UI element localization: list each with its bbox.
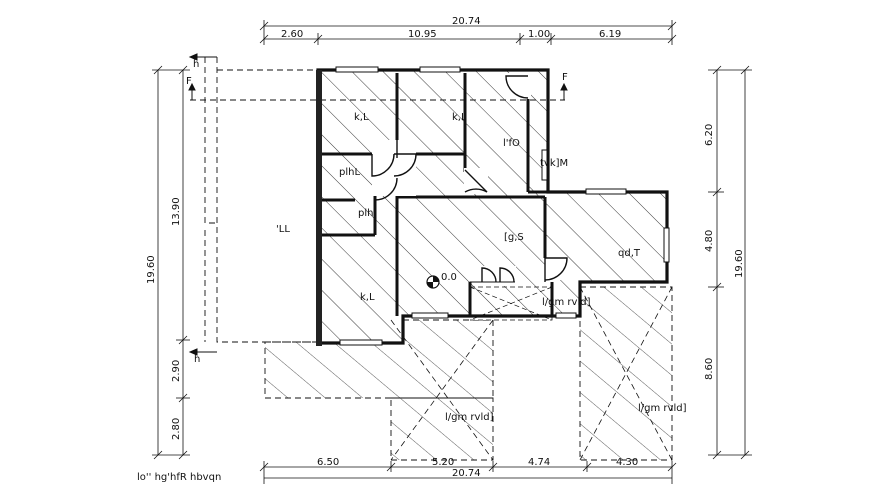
drawing-caption: lo'' hg'hfR hbvqn xyxy=(137,472,221,483)
level-marker-icon xyxy=(426,275,440,289)
entry-steps xyxy=(469,281,515,287)
outer-wall-detail xyxy=(528,70,550,194)
room-label-lgm-center: l/gm rvld] xyxy=(542,297,591,308)
room-label-lgm-bottom: l/gm rvld] xyxy=(445,412,494,423)
dim-top-seg-4: 6.19 xyxy=(599,29,621,40)
section-mark-left-bottom: h xyxy=(194,354,200,365)
room-label-kl-top-left: k,L xyxy=(354,112,369,123)
room-label-lfo: l'fO xyxy=(503,138,520,149)
dim-top-seg-2: 10.95 xyxy=(408,29,437,40)
dim-bottom-seg-3: 4.74 xyxy=(528,457,550,468)
room-label-gs: [g,S xyxy=(504,232,524,243)
dim-left-inner-3: 2.80 xyxy=(171,418,182,440)
top-dimension-group xyxy=(259,20,677,45)
dim-left-inner-1: 13.90 xyxy=(171,197,182,226)
room-label-lgm-right: l/gm rvld] xyxy=(638,403,687,414)
room-label-plh: plh xyxy=(358,208,373,219)
dim-right-outer: 19.60 xyxy=(734,249,745,278)
room-label-tvk: tvk]M xyxy=(540,158,568,169)
room-label-ll: 'LL xyxy=(276,224,290,235)
window-marks xyxy=(335,66,670,346)
dim-right-inner-1: 6.20 xyxy=(704,124,715,146)
dim-top-seg-3: 1.00 xyxy=(528,29,550,40)
right-dimension-group xyxy=(708,65,752,460)
interior-walls xyxy=(322,73,554,316)
section-marks xyxy=(188,53,568,356)
left-dimension-group xyxy=(152,65,190,460)
dim-top-total: 20.74 xyxy=(452,16,481,27)
level-label: 0.0 xyxy=(441,272,457,283)
dim-bottom-seg-1: 6.50 xyxy=(317,457,339,468)
room-label-plhl: plhL xyxy=(339,167,360,178)
dim-bottom-seg-2: 5.20 xyxy=(432,457,454,468)
dim-bottom-seg-4: 4.30 xyxy=(616,457,638,468)
bottom-dimension-group xyxy=(259,461,677,484)
dim-left-outer: 19.60 xyxy=(146,255,157,284)
dim-right-inner-3: 8.60 xyxy=(704,358,715,380)
verandah-areas xyxy=(264,286,673,461)
door-swings xyxy=(371,75,568,283)
door-openings xyxy=(372,73,567,286)
section-mark-right-f: F xyxy=(562,72,568,83)
dim-left-inner-2: 2.90 xyxy=(171,360,182,382)
dim-top-seg-1: 2.60 xyxy=(281,29,303,40)
room-label-qd: qd,T xyxy=(618,248,641,259)
dim-right-inner-2: 4.80 xyxy=(704,230,715,252)
left-thick-wall xyxy=(316,70,322,346)
room-label-kl-lower: k,L xyxy=(360,292,375,303)
dim-bottom-total: 20.74 xyxy=(452,468,481,479)
room-label-kl-top-right: k,L xyxy=(452,112,467,123)
section-mark-left-f: F xyxy=(186,76,192,87)
section-mark-left-top: h xyxy=(193,59,199,70)
